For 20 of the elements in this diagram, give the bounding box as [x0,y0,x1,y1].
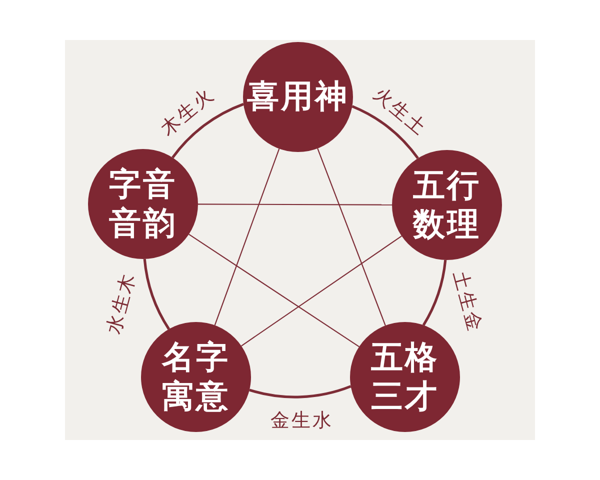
edge-label: 水生木 [104,270,140,336]
node-label: 名字寓意 [160,338,231,416]
arc-line [172,102,244,158]
edge-label: 火生土 [369,84,431,140]
arc-line [249,385,352,398]
node-label: 五行数理 [412,166,482,244]
straight-line [198,204,392,206]
straight-line [241,236,402,346]
node-label: 字音音韵 [108,164,178,244]
straight-line [214,148,280,326]
straight-line [317,148,386,326]
node-label: 喜用神 [247,77,349,117]
arc-line [143,258,170,330]
edge-label: 金生水 [270,410,334,432]
straight-line [188,234,360,348]
arc-line [422,260,447,326]
node-label: 五格三才 [370,338,440,416]
edge-label: 木生火 [157,84,219,140]
edge-label: 土生金 [448,268,486,336]
arc-line [352,105,419,160]
